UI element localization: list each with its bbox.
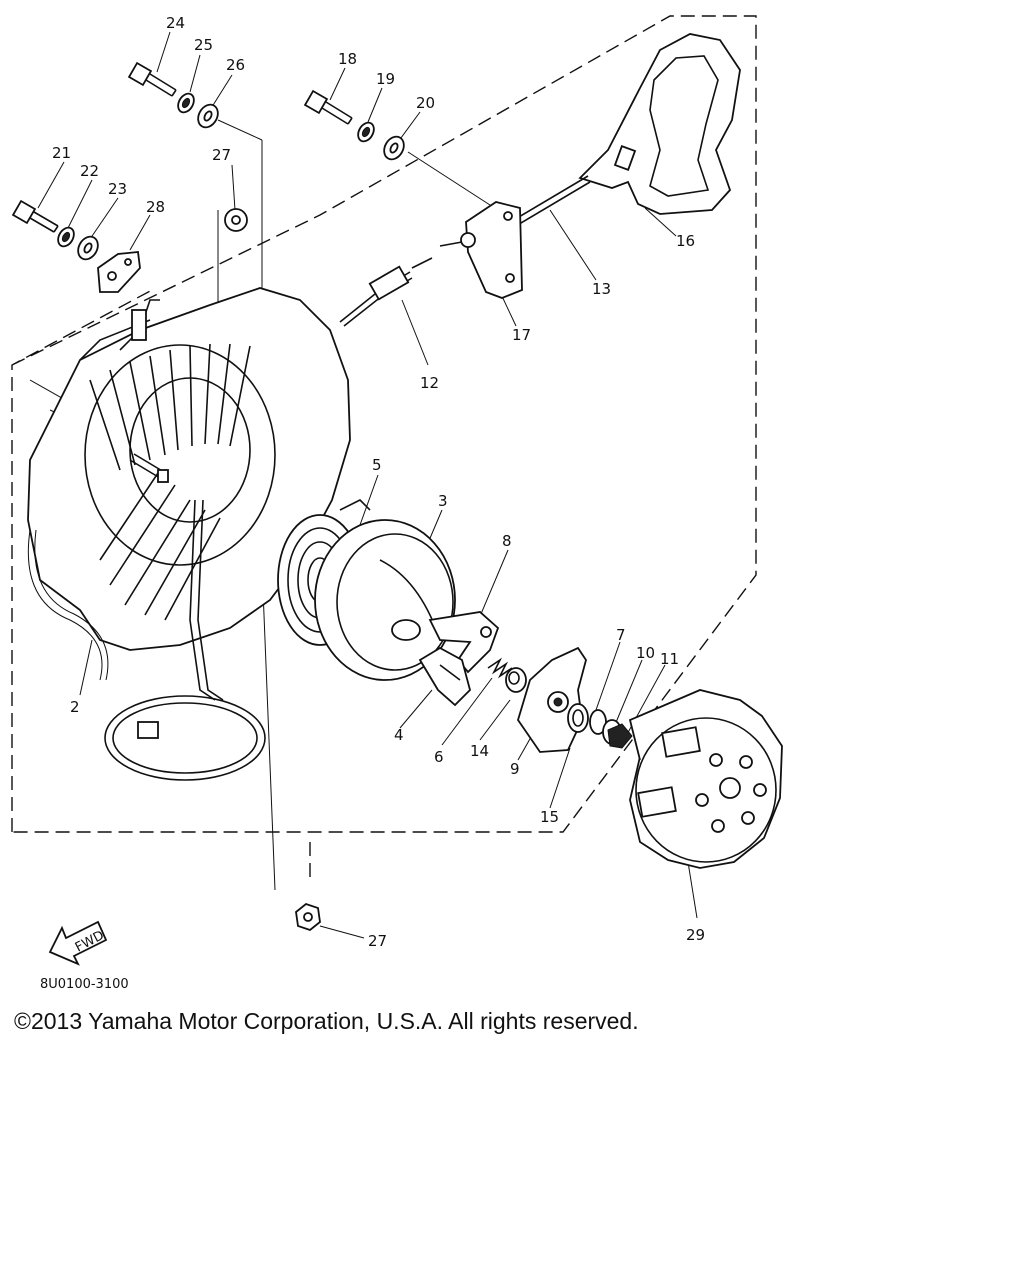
callout-28: 28 [146,198,165,216]
callout-4: 4 [394,726,404,744]
callout-26: 26 [226,56,245,74]
spring-15 [567,703,589,733]
callout-20: 20 [416,94,435,112]
handle-16 [578,33,741,215]
fwd-arrow-icon: FWD [48,920,108,966]
callout-5: 5 [372,456,382,474]
callout-27-upper: 27 [212,146,231,164]
washer-19 [357,121,375,143]
callout-22: 22 [80,162,99,180]
washer-22 [57,226,75,248]
bolt-21 [11,199,59,233]
callout-23: 23 [108,180,127,198]
nut-27-upper [224,208,248,232]
washer-20 [383,135,405,161]
cable-12 [339,257,433,327]
callout-8: 8 [502,532,512,550]
washer-23 [77,235,99,261]
callout-labels: 24 25 26 18 19 20 21 22 23 27 28 16 13 1… [52,14,705,950]
callout-16: 16 [676,232,695,250]
callout-21: 21 [52,144,71,162]
callout-19: 19 [376,70,395,88]
bolt-18 [303,89,353,125]
nut-27-lower [295,902,321,932]
callout-7: 7 [616,626,626,644]
callout-17: 17 [512,326,531,344]
assembly-boundary [11,15,757,833]
callout-9: 9 [510,760,520,778]
callout-25: 25 [194,36,213,54]
callout-12: 12 [420,374,439,392]
callout-27-lower: 27 [368,932,387,950]
bracket-17 [439,201,523,299]
pawl-8 [428,611,500,674]
diagram-code: 8U0100-3100 [40,977,129,992]
bolt-24 [127,61,177,97]
washer-26 [197,103,219,129]
callout-11: 11 [660,650,679,668]
friction-plate-9 [517,646,587,753]
pin-14 [505,667,527,693]
callout-6: 6 [434,748,444,766]
drive-cup-29 [628,689,783,869]
spring-4 [418,646,472,707]
washer-25 [177,92,195,114]
callout-14: 14 [470,742,489,760]
callout-13: 13 [592,280,611,298]
callout-29: 29 [686,926,705,944]
pulley-3 [314,519,456,681]
washer-11 [607,723,633,749]
callout-18: 18 [338,50,357,68]
spring-6 [487,657,513,679]
callout-2: 2 [70,698,80,716]
callout-3: 3 [438,492,448,510]
callout-10: 10 [636,644,655,662]
plate-28 [97,251,141,293]
starter-housing-2 [27,287,351,781]
exploded-view-svg: FWD 24 25 26 18 19 20 21 22 23 27 28 16 … [11,14,783,992]
copyright-notice: ©2013 Yamaha Motor Corporation, U.S.A. A… [14,1008,639,1034]
callout-24: 24 [166,14,185,32]
callout-15: 15 [540,808,559,826]
